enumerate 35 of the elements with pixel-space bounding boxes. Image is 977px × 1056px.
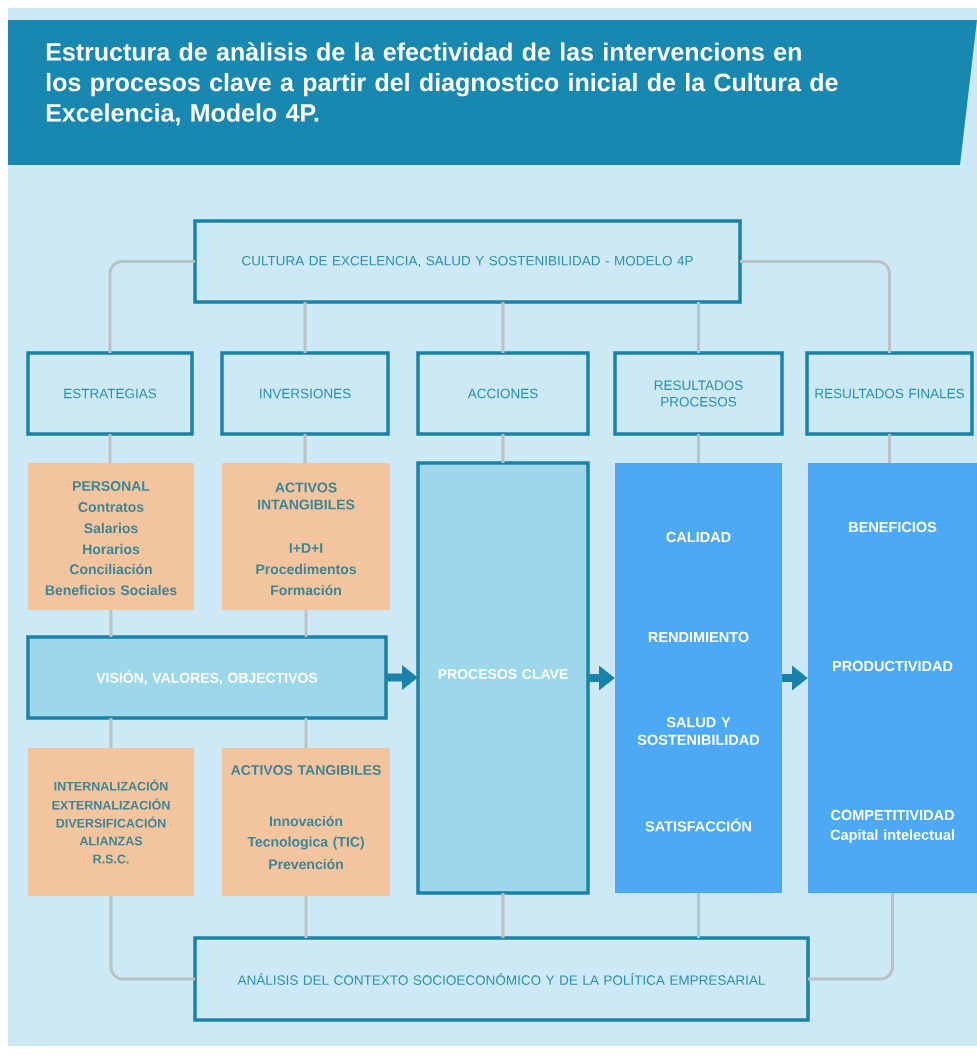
connector-line xyxy=(109,718,113,748)
connector-line xyxy=(501,893,505,938)
connector-line xyxy=(109,610,113,637)
factor-box: PERSONAL Contratos Salarios Horarios Conciliación Beneficios Sociales xyxy=(28,463,194,610)
heading-box: ANÁLISIS DEL CONTEXTO SOCIOECONÓMICO Y DE LA POLÍTICA EMPRESARIAL xyxy=(193,936,810,1022)
result-column: BENEFICIOS PRODUCTIVIDAD COMPETITIVIDAD Capital intelectual xyxy=(808,463,977,893)
connector-line xyxy=(808,893,894,981)
process-column: PROCESOS CLAVE xyxy=(416,461,590,895)
heading-box: ESTRATEGIAS xyxy=(26,351,194,436)
heading-box: CULTURA DE EXCELENCIA, SALUD Y SOSTENIBILIDAD - MODELO 4P xyxy=(193,219,742,304)
connector-line xyxy=(501,434,505,463)
connector-line xyxy=(303,434,307,463)
vision-box: VISIÓN, VALORES, OBJECTIVOS xyxy=(26,635,388,720)
connector-line xyxy=(304,896,308,938)
title: Estructura de anàlisis de la efectividad de las intervencions en los procesos clave a partir del diagnostico inicial de la Cultura de Excelencia, Modelo 4P. xyxy=(46,42,838,126)
connector-line xyxy=(697,302,700,353)
heading-box: RESULTADOS FINALES xyxy=(805,351,974,436)
connector-line xyxy=(109,896,195,981)
factor-box: ACTIVOS TANGIBILES Innovación Tecnologica (TIC) Prevención xyxy=(222,748,390,896)
factor-box: ACTIVOS INTANGIBILES I+D+I Procedimentos Formación xyxy=(222,463,390,610)
connector-line xyxy=(303,302,307,353)
connector-line xyxy=(501,302,505,353)
connector-line xyxy=(304,610,308,637)
connector-line xyxy=(888,434,891,463)
connector-line xyxy=(108,260,195,353)
connector-line xyxy=(740,260,891,353)
heading-box: INVERSIONES xyxy=(220,351,390,436)
heading-box: ACCIONES xyxy=(416,351,590,436)
heading-box: RESULTADOS PROCESOS xyxy=(613,351,784,436)
connector-line xyxy=(108,434,112,463)
result-column: CALIDAD RENDIMIENTO SALUD Y SOSTENIBILIDAD SATISFACCIÓN xyxy=(615,463,782,893)
connector-line xyxy=(304,718,308,748)
connector-line xyxy=(697,893,700,938)
factor-box: INTERNALIZACIÓN EXTERNALIZACIÓN DIVERSIFICACIÓN ALIANZAS R.S.C. xyxy=(28,748,194,896)
connector-line xyxy=(697,434,700,463)
